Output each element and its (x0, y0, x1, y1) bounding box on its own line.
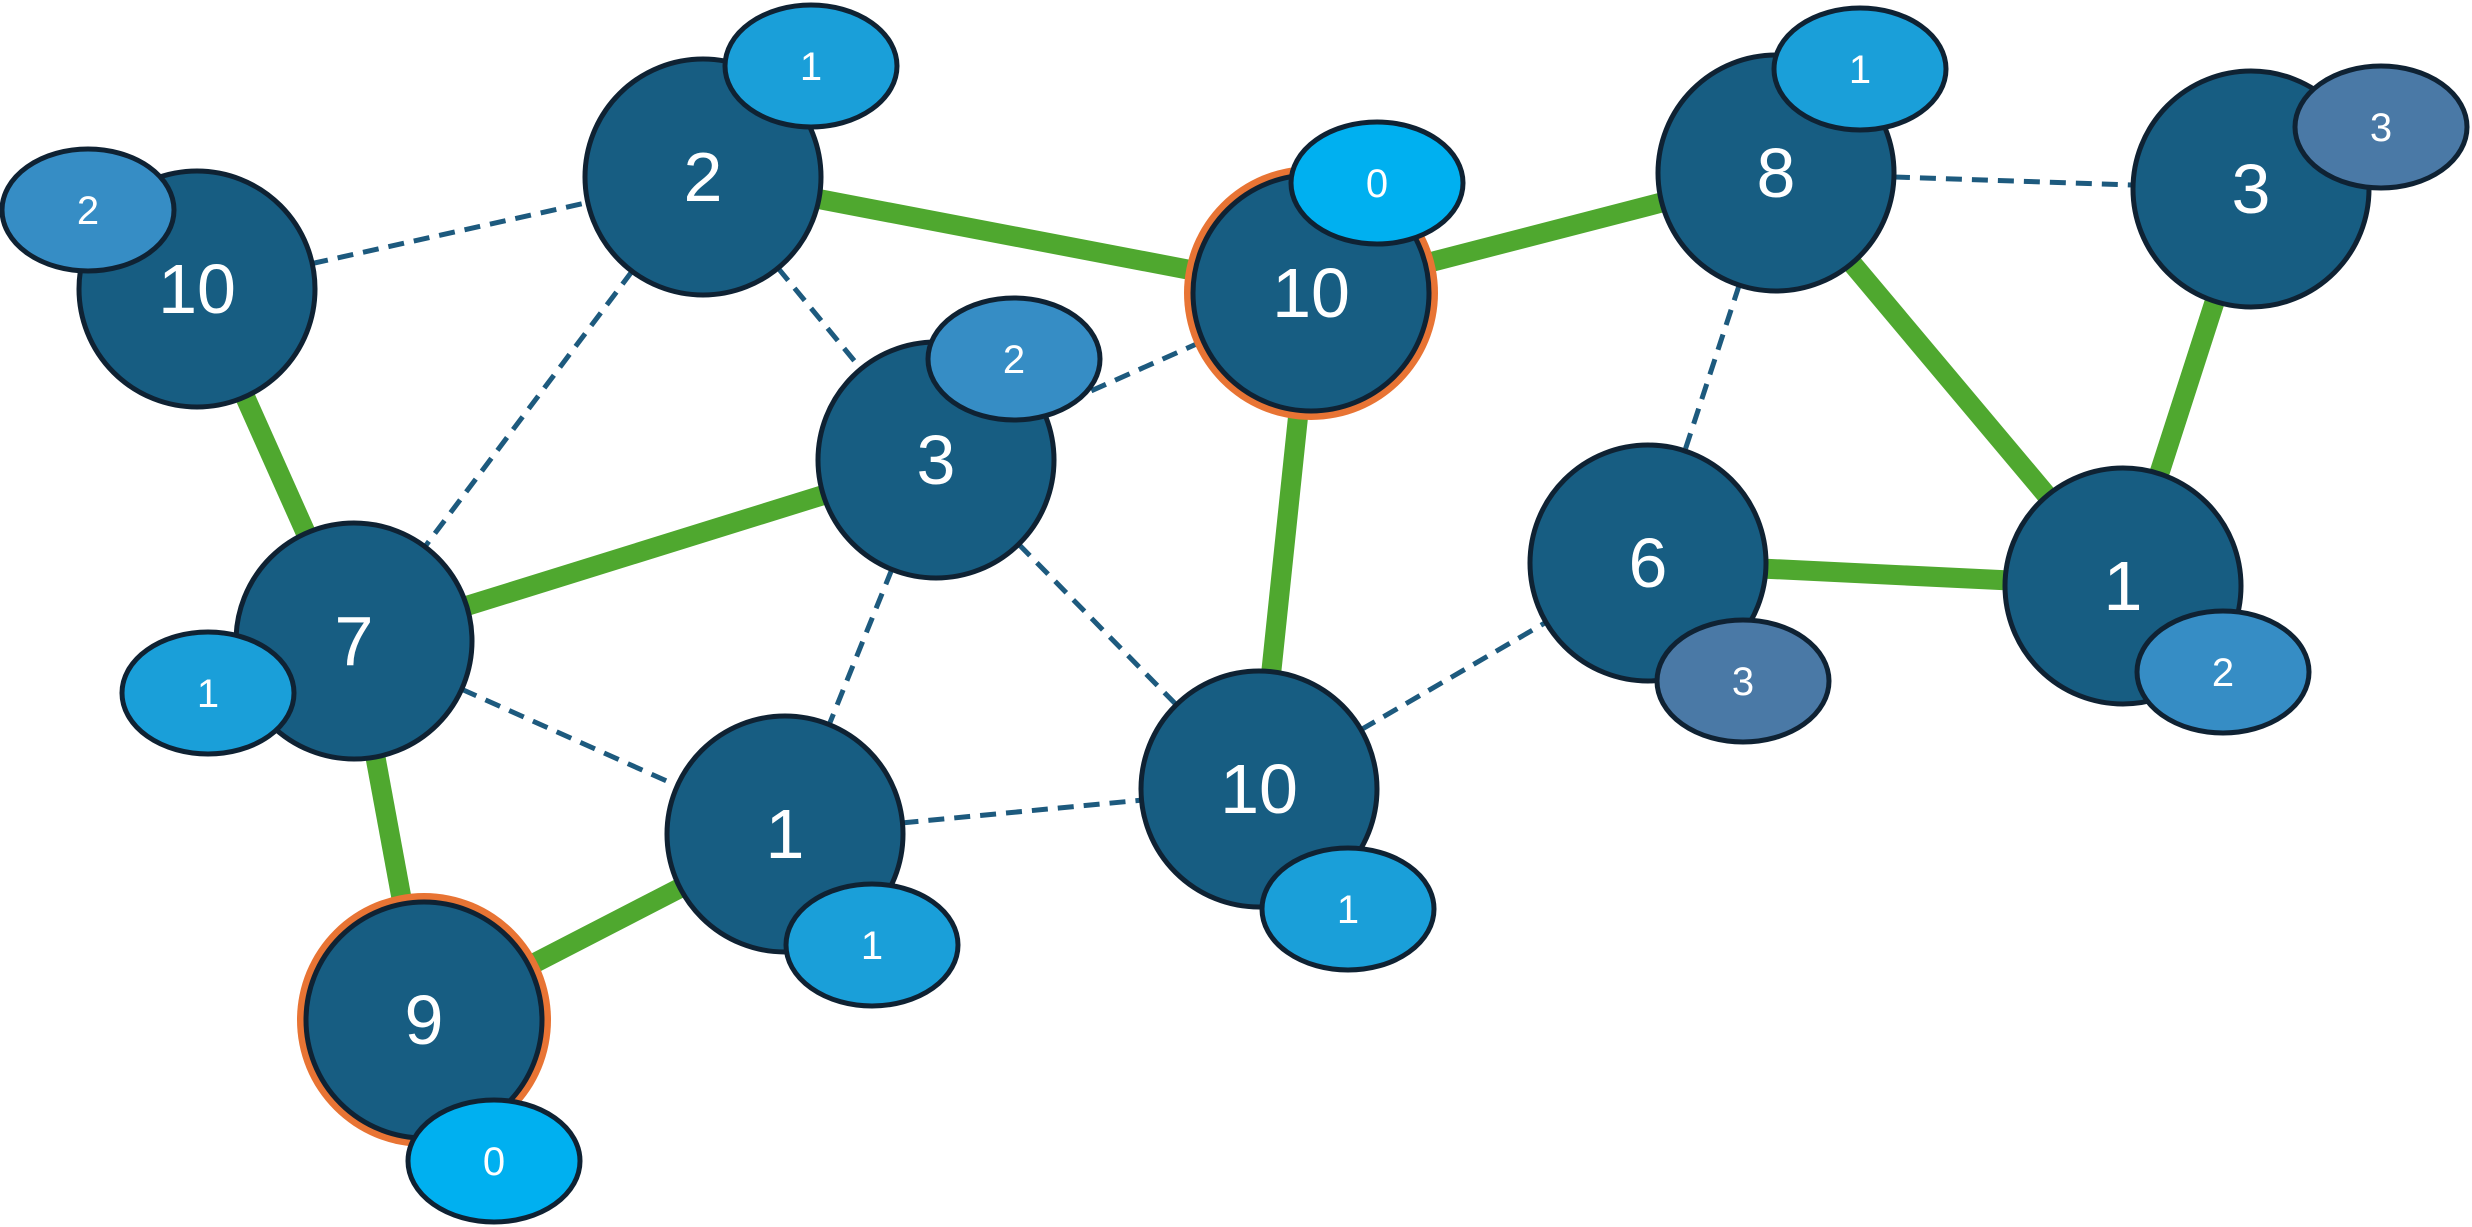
node-label: 3 (2232, 150, 2271, 228)
graph-node-n5: 33 (2130, 63, 2470, 310)
node-badge (2134, 608, 2312, 736)
node-circle (1138, 668, 1380, 910)
edges-layer (235, 174, 2225, 975)
badge-label: 2 (1003, 338, 1025, 382)
node-badge (405, 1097, 583, 1225)
node-badge (1259, 845, 1437, 973)
graph-node-n7: 32 (815, 295, 1103, 581)
node-label: 1 (766, 795, 805, 873)
badge-label: 1 (861, 924, 883, 968)
dashed-edge-n4-n8 (1682, 284, 1742, 452)
graph-node-n3: 10 0 (1184, 119, 1466, 420)
dashed-edge-n2-n6 (422, 269, 635, 549)
graph-node-n11: 10 1 (1138, 668, 1437, 973)
badge-label: 1 (197, 672, 219, 716)
node-label: 8 (1757, 134, 1796, 212)
tree-edge-n3-n11 (1261, 409, 1309, 673)
tree-edge-n4-n9 (1844, 256, 2055, 503)
dashed-edge-n11-n8 (1359, 620, 1548, 732)
dashed-edge-n2-n7 (776, 266, 863, 371)
graph-node-n9: 12 (2002, 465, 2312, 736)
graph-node-n1: 10 2 (0, 146, 318, 410)
node-label: 10 (158, 250, 236, 328)
graph-node-n8: 63 (1527, 442, 1832, 745)
node-label: 3 (917, 421, 956, 499)
tree-edge-n5-n9 (2149, 298, 2225, 477)
node-label: 2 (684, 138, 723, 216)
node-badge (925, 295, 1103, 423)
badge-label: 2 (77, 189, 99, 233)
badge-label: 1 (1849, 48, 1871, 92)
badge-label: 1 (800, 45, 822, 89)
badge-label: 0 (483, 1140, 505, 1184)
dashed-edge-n7-n10 (826, 568, 895, 726)
dashed-edge-n6-n10 (460, 686, 679, 789)
graph-node-n10: 11 (664, 713, 961, 1009)
node-label: 6 (1629, 524, 1668, 602)
dashed-edge-n10-n11 (902, 797, 1142, 826)
graph-node-n6: 71 (119, 520, 475, 762)
tree-edge-n3-n4 (1422, 192, 1665, 274)
graph-node-n2: 21 (582, 2, 900, 298)
node-label: 10 (1272, 254, 1350, 332)
tree-edge-n6-n7 (463, 485, 827, 616)
tree-edge-n6-n12 (365, 755, 413, 906)
tree-edge-n2-n3 (817, 189, 1197, 281)
node-label: 10 (1220, 750, 1298, 828)
badge-label: 3 (2370, 106, 2392, 150)
node-label: 9 (405, 981, 444, 1059)
node-badge (1288, 119, 1466, 247)
node-badge (119, 629, 297, 757)
badge-label: 2 (2212, 651, 2234, 695)
node-badge (2292, 63, 2470, 191)
node-badge (722, 2, 900, 130)
node-label: 1 (2104, 547, 2143, 625)
badge-label: 0 (1366, 162, 1388, 206)
tree-edge-n10-n12 (524, 879, 685, 975)
tree-edge-n1-n6 (235, 392, 316, 538)
dashed-edge-n1-n2 (311, 200, 589, 266)
badge-label: 3 (1732, 660, 1754, 704)
node-circle (1527, 442, 1769, 684)
node-badge (783, 881, 961, 1009)
tree-edge-n8-n9 (1765, 558, 2006, 591)
graph-node-n12: 90 (297, 893, 583, 1225)
node-badge (0, 146, 177, 274)
dashed-edge-n7-n11 (1016, 542, 1179, 707)
badge-label: 1 (1337, 888, 1359, 932)
dashed-edge-n4-n5 (1893, 174, 2134, 188)
node-badge (1654, 617, 1832, 745)
graph-node-n4: 81 (1655, 5, 1949, 294)
node-label: 7 (335, 602, 374, 680)
node-badge (1771, 5, 1949, 133)
